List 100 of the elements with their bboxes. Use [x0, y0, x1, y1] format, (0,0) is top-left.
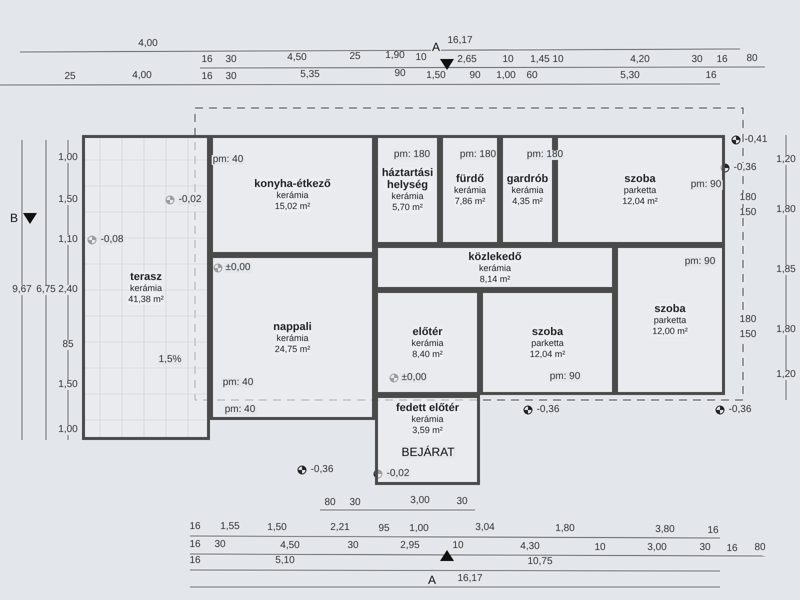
room-name: nappali [273, 320, 312, 332]
room [210, 255, 375, 420]
sill-height-text: pm: 90 [684, 257, 716, 267]
floor-material: kerámia [411, 414, 444, 425]
dimension-text: 1,20 [775, 370, 797, 380]
dimension-text: 10 [501, 55, 515, 65]
room-area: 8,14 m² [480, 274, 510, 284]
sill-height-text: pm: 180 [392, 150, 432, 160]
dimension-text: 90 [393, 69, 407, 79]
dimension-text: 16 [706, 526, 720, 536]
room-area: 8,40 m² [412, 348, 443, 360]
dimension-text: 5,30 [619, 71, 641, 81]
level-text: -0,36 [728, 405, 752, 415]
slope-text: 1,5% [158, 355, 182, 365]
room-name: szoba [532, 326, 564, 338]
sill-height-text: pm: 40 [224, 405, 256, 415]
dimension-text: 2,65 [456, 55, 478, 65]
dimension-text: 3,00 [409, 496, 431, 506]
room-name: előtér [412, 326, 442, 338]
room [480, 290, 615, 395]
dimension-text: 16 [188, 556, 202, 566]
dimension-text: 95 [377, 524, 391, 534]
room-name: terasz [130, 270, 162, 282]
dimension-text: 25 [348, 52, 362, 62]
level-text: -0,08 [100, 235, 124, 245]
dimension-text: 16 [188, 522, 202, 532]
dimension-text: 80 [745, 54, 759, 64]
dimension-text: 9,67 [11, 285, 33, 295]
dimension-text: 4,00 [131, 71, 153, 81]
sill-height-text: pm: 90 [690, 180, 722, 190]
dimension-text: 6,75 [35, 285, 57, 295]
sill-height-text: pm: 180 [458, 150, 498, 160]
room-name: fürdő [456, 173, 484, 185]
dimension-text: 4,30 [519, 542, 541, 552]
dimension-text: 1,55 [219, 522, 241, 532]
level-text: ±0,00 [400, 373, 428, 383]
dimension-text: 2,40 [57, 285, 79, 295]
room-name: konyha-étkező [254, 178, 331, 190]
dimension-text: 1,00 [495, 71, 517, 81]
dimension-text: 80 [323, 498, 337, 508]
level-text: -0,02 [178, 195, 202, 205]
dimension-text: 80 [753, 543, 767, 553]
floor-material: kerámia [130, 282, 162, 294]
room-area: 5,70 m² [392, 202, 423, 213]
dimension-text: 1,00 [57, 425, 79, 435]
room [375, 395, 480, 485]
dimension-text: 3,00 [646, 543, 668, 553]
floor-material: kerámia [276, 332, 308, 344]
level-text: -0,36 [732, 163, 758, 173]
room [615, 245, 725, 395]
dimension-text: 5,35 [299, 70, 321, 80]
level-text: ±0,00 [224, 263, 252, 273]
dimension-text: 1,50 [425, 71, 447, 81]
dimension-text: 16 [200, 55, 214, 65]
dimension-text: 1,80 [775, 325, 797, 335]
dimension-text: 30 [213, 540, 227, 550]
dimension-text: 10 [451, 541, 465, 551]
room-area: 12,04 m² [530, 348, 566, 360]
dimension-text: 180 [738, 193, 758, 203]
room-area: 12,00 m² [652, 326, 688, 337]
floor-material: kerámia [276, 190, 308, 201]
room-name: háztartási helység [382, 167, 434, 191]
section-letter: A [427, 574, 437, 586]
room-name: közlekedő [468, 250, 522, 262]
room-name: fedett előtér [396, 402, 459, 414]
dimension-text: 4,00 [137, 39, 159, 49]
dimension-text: 1,50 [57, 195, 79, 205]
dimension-text: 10,75 [526, 557, 554, 567]
dimension-text: 90 [468, 71, 482, 81]
sill-height-text: pm: 180 [526, 150, 564, 160]
dimension-text: 4,50 [286, 53, 308, 63]
section-letter: B [9, 212, 19, 224]
dimension-text: 16 [704, 71, 718, 81]
dimension-text: 16,17 [456, 574, 484, 584]
floor-material: kerámia [391, 191, 424, 202]
dimension-text: 1,00 [57, 153, 79, 163]
dimension-text: 2,21 [329, 523, 351, 533]
dimension-text: 4,50 [279, 541, 301, 551]
room-area: 3,59 m² [412, 425, 443, 436]
dimension-text: 1,90 [384, 51, 406, 61]
dimension-text: 1,50 [266, 523, 288, 533]
dimension-text: 30 [690, 55, 704, 65]
dimension-text: 3,04 [474, 523, 496, 533]
dimension-text: 3,80 [654, 525, 676, 535]
dimension-text: 1,00 [408, 524, 430, 534]
dimension-text: 1,45 [529, 55, 551, 65]
room [375, 135, 440, 245]
dimension-text: 30 [455, 497, 469, 507]
floor-material: kerámia [478, 262, 511, 274]
dimension-text: 1,80 [554, 524, 576, 534]
sill-height-text: pm: 90 [548, 372, 582, 382]
sill-height-text: pm: 40 [212, 155, 244, 165]
dimension-text: 5,10 [274, 556, 296, 566]
sill-height-text: pm: 40 [222, 378, 254, 388]
dimension-text: 30 [224, 72, 238, 82]
level-text: -0,36 [310, 465, 334, 475]
dimension-text: 85 [61, 340, 75, 350]
dimension-text: 2,95 [399, 541, 421, 551]
entrance-text: BEJÁRAT [400, 446, 456, 458]
floor-material: parketta [654, 315, 686, 326]
